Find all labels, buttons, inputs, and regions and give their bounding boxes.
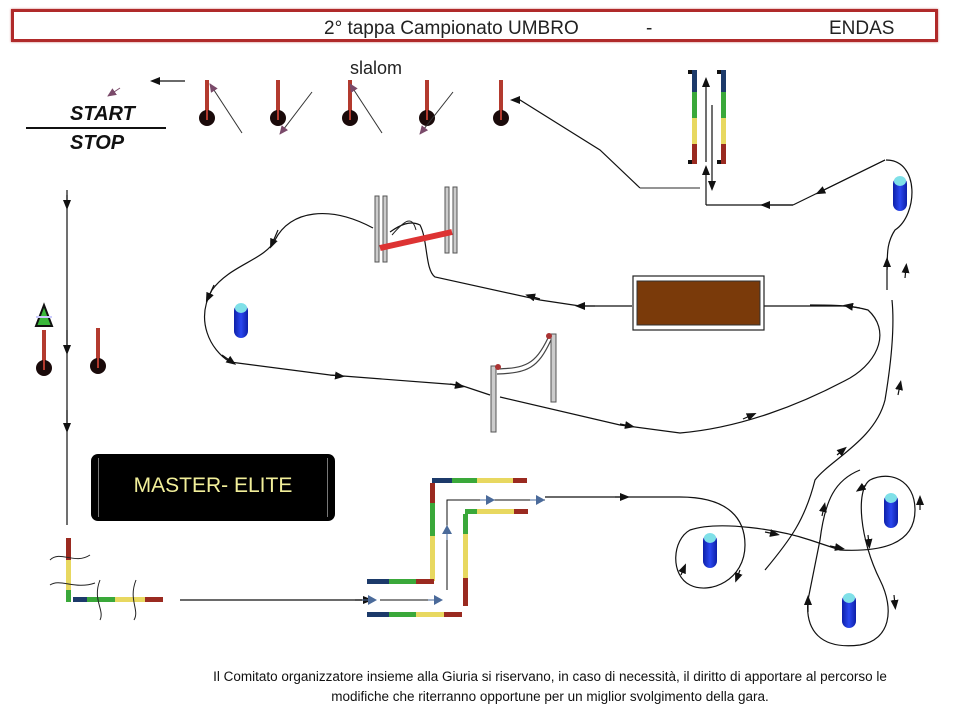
barrel-icon xyxy=(842,593,856,628)
platform-bridge xyxy=(632,275,765,331)
organization-name: ENDAS xyxy=(829,18,895,39)
gate-arch xyxy=(490,333,557,433)
category-frame xyxy=(98,458,328,517)
title-separator: - xyxy=(646,18,653,39)
barrel-icon xyxy=(884,493,898,528)
route-path xyxy=(63,77,924,647)
slalom-arrows xyxy=(107,83,454,135)
start-stop-line xyxy=(26,127,166,129)
slalom-label: slalom xyxy=(350,58,403,78)
barrels xyxy=(234,176,907,628)
barrel-icon xyxy=(893,176,907,211)
barrel-icon xyxy=(234,303,248,338)
single-pole xyxy=(90,328,106,374)
cone-with-pole xyxy=(34,302,54,376)
slalom-pole xyxy=(419,80,435,126)
slalom-pole xyxy=(342,80,358,126)
cross-pole-jump xyxy=(374,186,458,263)
slalom-poles xyxy=(199,80,509,126)
category-label: MASTER- ELITE xyxy=(133,474,293,497)
event-title: 2° tappa Campionato UMBRO xyxy=(324,18,579,39)
footer-note: Il Comitato organizzatore insieme alla G… xyxy=(140,667,960,707)
slalom-pole xyxy=(199,80,215,126)
title-bar: 2° tappa Campionato UMBRO - ENDAS xyxy=(11,9,938,42)
start-label: START xyxy=(70,103,135,125)
slalom-pole xyxy=(270,80,286,126)
barrel-icon xyxy=(703,533,717,568)
category-badge: MASTER- ELITE xyxy=(91,454,335,521)
footer-line-1: Il Comitato organizzatore insieme alla G… xyxy=(213,669,887,684)
slalom-pole xyxy=(493,80,509,126)
stop-label: STOP xyxy=(70,132,125,154)
zigzag-corridor xyxy=(362,478,545,617)
l-corridor xyxy=(49,538,163,621)
vertical-corridor xyxy=(688,70,726,164)
footer-line-2: modifiche che riterranno opportune per u… xyxy=(331,689,769,704)
